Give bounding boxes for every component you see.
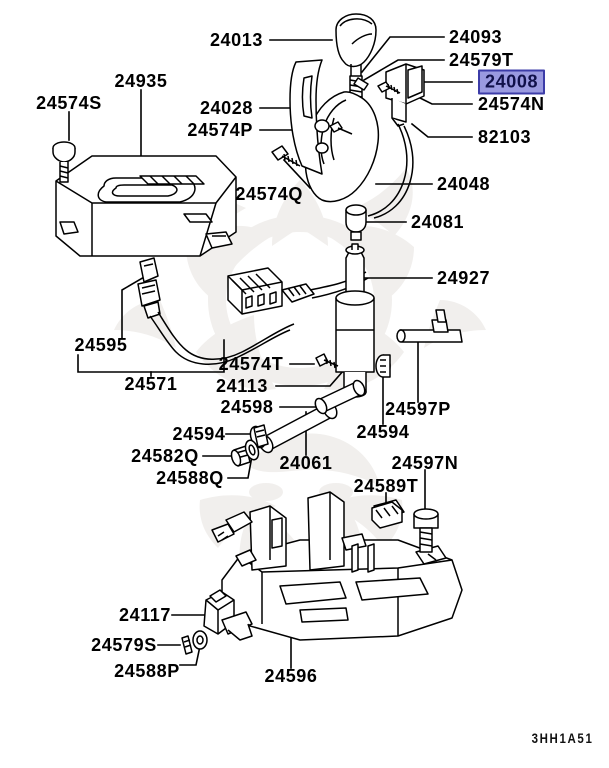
part-number-label-24589T: 24589T [353, 476, 419, 496]
part-24579T-clip [353, 77, 369, 91]
part-number-label-24048: 24048 [437, 174, 491, 194]
part-number-label-24594b: 24594 [356, 422, 410, 442]
part-24574S-screw [52, 141, 76, 183]
part-24594-right-bushing [375, 354, 391, 378]
part-24574N-bolt [377, 81, 401, 95]
part-outlines [52, 13, 463, 655]
part-24008-switch [385, 63, 425, 127]
part-24597N-bolt [413, 508, 439, 553]
part-24596-main-bracket [211, 491, 463, 641]
part-24574P-bolt [329, 121, 353, 135]
part-number-label-24574T: 24574T [218, 354, 284, 374]
part-24598-rod-end [314, 379, 366, 415]
part-number-label-24574S: 24574S [36, 93, 102, 113]
part-number-label-24579T: 24579T [449, 50, 514, 70]
part-24588Q-washer [244, 439, 260, 461]
part-number-label-24081: 24081 [411, 212, 465, 232]
part-number-label-24927: 24927 [437, 268, 491, 288]
part-number-label-24028: 24028 [199, 98, 253, 118]
part-24028-indicator-panel [289, 59, 330, 175]
part-number-label-24008[interactable]: 24008 [478, 69, 546, 95]
part-number-label-24579S: 24579S [91, 635, 157, 655]
part-number-label-24093: 24093 [449, 27, 503, 47]
part-24117-lever-bracket [203, 589, 253, 641]
part-24113-connector [227, 267, 315, 315]
part-24013-shift-knob [335, 13, 377, 76]
part-number-label-24113: 24113 [215, 376, 269, 396]
part-24597P-rod [396, 309, 463, 343]
part-number-label-24574Q: 24574Q [235, 184, 303, 204]
diagram-code: 3HH1A51 [531, 730, 593, 746]
part-number-label-24588P: 24588P [114, 661, 180, 681]
part-24081-bushing [345, 204, 367, 241]
part-24571-harness [149, 311, 295, 365]
part-number-label-24935: 24935 [114, 71, 168, 91]
part-24579S-pin [181, 635, 193, 655]
part-number-label-24061: 24061 [279, 453, 333, 473]
part-24935-console-bezel [55, 155, 237, 257]
part-24574T-bolt [315, 353, 339, 369]
part-number-label-24582Q: 24582Q [131, 446, 199, 466]
part-24588P-washer [192, 630, 208, 650]
part-number-label-24595: 24595 [74, 335, 128, 355]
part-24589T-clip [371, 501, 403, 529]
part-number-label-24588Q: 24588Q [156, 468, 224, 488]
part-number-label-24597N: 24597N [391, 453, 459, 473]
part-number-label-24594a: 24594 [172, 424, 226, 444]
part-number-label-24117: 24117 [118, 605, 172, 625]
part-number-label-24013: 24013 [209, 30, 263, 50]
part-82103-harness [367, 123, 414, 219]
part-number-label-24597P: 24597P [385, 399, 451, 419]
part-number-label-24598: 24598 [220, 397, 274, 417]
part-24574Q-bolt [271, 145, 301, 167]
part-number-label-24574N: 24574N [478, 94, 545, 114]
part-number-label-24571: 24571 [124, 374, 178, 394]
part-24595-switch [137, 257, 161, 319]
part-number-label-24596: 24596 [264, 666, 318, 686]
part-number-label-24574P: 24574P [187, 120, 253, 140]
part-number-label-82103: 82103 [478, 127, 532, 147]
